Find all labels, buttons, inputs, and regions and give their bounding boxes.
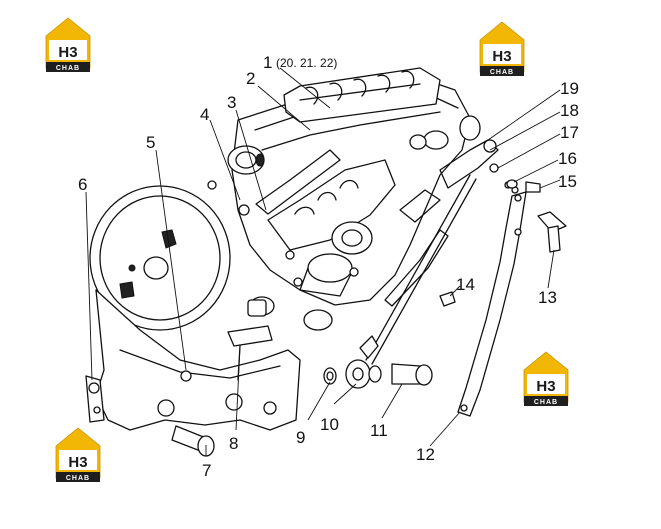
callout-2: 2 [246, 69, 255, 88]
callout-18: 18 [560, 101, 579, 120]
callout-1-note: (20. 21. 22) [276, 56, 337, 70]
callout-14: 14 [456, 275, 475, 294]
callout-17: 17 [560, 123, 579, 142]
callout-labels: 1 (20. 21. 22) 2 3 4 5 6 7 8 9 10 11 12 … [78, 53, 579, 480]
callout-15: 15 [558, 172, 577, 191]
leader-lines [85, 67, 561, 456]
callout-8: 8 [229, 434, 238, 453]
logo-bottom-text: CHAB [56, 65, 80, 72]
logo-bottom-text: CHAB [66, 475, 90, 482]
callout-19: 19 [560, 79, 579, 98]
callout-10: 10 [320, 415, 339, 434]
callout-13: 13 [538, 288, 557, 307]
callout-1: 1 [263, 53, 272, 72]
pump-assembly-drawing [85, 67, 567, 457]
callout-5: 5 [146, 133, 155, 152]
callout-6: 6 [78, 175, 87, 194]
callout-3: 3 [227, 93, 236, 112]
callout-12: 12 [416, 445, 435, 464]
logo-top-text: H3 [68, 454, 87, 471]
brand-logo: H3 CHAB [479, 21, 525, 77]
brand-logo: H3 CHAB [45, 17, 91, 73]
callout-4: 4 [200, 105, 209, 124]
callout-11: 11 [370, 421, 388, 440]
brand-logo: H3 CHAB [523, 351, 569, 407]
logo-bottom-text: CHAB [490, 69, 514, 76]
callout-9: 9 [296, 428, 305, 447]
logo-top-text: H3 [58, 44, 77, 61]
callout-7: 7 [202, 461, 211, 480]
callout-16: 16 [558, 149, 577, 168]
logo-top-text: H3 [492, 48, 511, 65]
logo-top-text: H3 [536, 378, 555, 395]
logo-bottom-text: CHAB [534, 399, 558, 406]
brand-logo: H3 CHAB [55, 427, 101, 483]
